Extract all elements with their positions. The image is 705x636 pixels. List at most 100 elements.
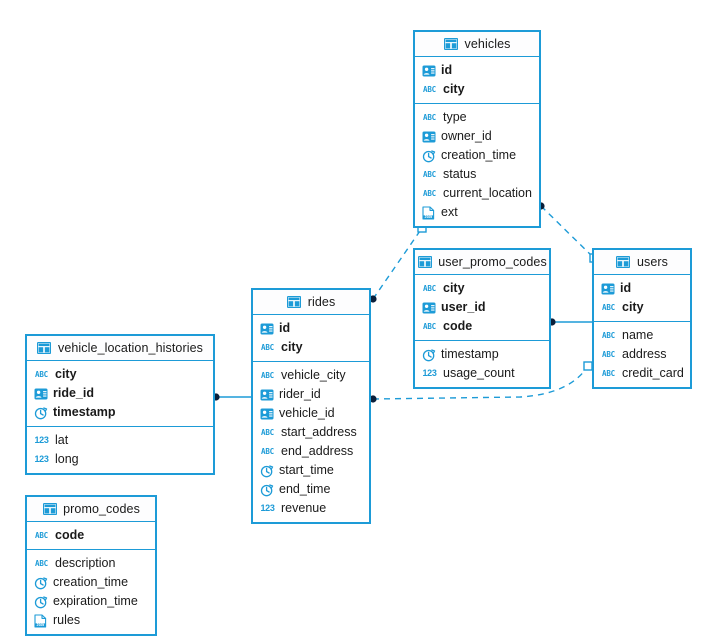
column-name: expiration_time [53, 594, 138, 609]
column-name: vehicle_city [281, 368, 346, 383]
column-name: vehicle_id [279, 406, 335, 421]
column-row-user_id[interactable]: user_id [415, 298, 549, 317]
column-name: status [443, 167, 477, 182]
column-name: revenue [281, 501, 327, 516]
abc-text-icon: ABC [35, 558, 48, 568]
column-row-creation_time[interactable]: creation_time [27, 573, 155, 592]
column-row-ext[interactable]: JSON ext [415, 203, 539, 222]
column-row-vehicle_id[interactable]: vehicle_id [253, 404, 369, 423]
column-name: ext [441, 205, 458, 220]
column-row-id[interactable]: id [415, 61, 539, 80]
column-name: creation_time [441, 148, 517, 163]
column-name: user_id [441, 300, 486, 315]
table-header-rides[interactable]: rides [253, 290, 369, 315]
column-row-id[interactable]: id [594, 279, 690, 298]
column-name: city [622, 300, 644, 315]
clock-icon [33, 576, 48, 590]
column-name: end_address [281, 444, 354, 459]
column-row-expiration_time[interactable]: expiration_time [27, 592, 155, 611]
table-header-promo_codes[interactable]: promo_codes [27, 497, 155, 522]
column-name: rules [53, 613, 81, 628]
column-row-timestamp[interactable]: timestamp [415, 345, 549, 364]
id-card-icon [259, 388, 274, 402]
column-row-start_time[interactable]: start_time [253, 461, 369, 480]
column-row-city[interactable]: ABC city [415, 80, 539, 99]
column-name: code [55, 528, 85, 543]
column-row-creation_time[interactable]: creation_time [415, 146, 539, 165]
id-card-icon [259, 407, 274, 421]
column-row-ride_id[interactable]: ride_id [27, 384, 213, 403]
abc-text-icon: ABC [423, 84, 436, 94]
clock-icon [421, 149, 436, 163]
column-row-vehicle_city[interactable]: ABC vehicle_city [253, 366, 369, 385]
table-header-vehicle_location_histories[interactable]: vehicle_location_histories [27, 336, 213, 361]
column-row-owner_id[interactable]: owner_id [415, 127, 539, 146]
column-row-revenue[interactable]: 123 revenue [253, 499, 369, 518]
table-header-users[interactable]: users [594, 250, 690, 275]
primary-key-section-promo_codes: ABC code [27, 522, 155, 550]
abc-text-icon: ABC [261, 342, 274, 352]
column-name: id [441, 63, 453, 78]
id-card-icon [421, 64, 436, 78]
abc-text-icon: ABC [261, 370, 274, 380]
table-title: user_promo_codes [438, 255, 547, 269]
id-card-icon [421, 130, 436, 144]
column-row-city[interactable]: ABC city [594, 298, 690, 317]
column-row-rules[interactable]: JSON rules [27, 611, 155, 630]
table-title: vehicle_location_histories [57, 341, 204, 355]
column-row-rider_id[interactable]: rider_id [253, 385, 369, 404]
table-header-vehicles[interactable]: vehicles [415, 32, 539, 57]
column-name: start_time [279, 463, 334, 478]
column-row-timestamp[interactable]: timestamp [27, 403, 213, 422]
column-name: creation_time [53, 575, 129, 590]
id-card-icon [600, 282, 615, 296]
column-name: credit_card [622, 366, 684, 381]
abc-text-icon: ABC [35, 369, 48, 379]
column-name: city [55, 367, 77, 382]
column-name: city [443, 82, 465, 97]
table-header-user_promo_codes[interactable]: user_promo_codes [415, 250, 549, 275]
column-row-city[interactable]: ABC city [27, 365, 213, 384]
relationship-vlh-rides [212, 393, 251, 401]
column-name: usage_count [443, 366, 515, 381]
123-number-icon: 123 [260, 503, 275, 513]
table-grid-icon [42, 502, 57, 516]
relationship-upc-users [548, 318, 592, 326]
column-row-end_time[interactable]: end_time [253, 480, 369, 499]
column-row-end_address[interactable]: ABC end_address [253, 442, 369, 461]
svg-text:JSON: JSON [36, 623, 44, 627]
column-row-code[interactable]: ABC code [27, 526, 155, 545]
abc-text-icon: ABC [261, 427, 274, 437]
abc-text-icon: ABC [423, 188, 436, 198]
svg-text:JSON: JSON [424, 215, 432, 219]
column-row-id[interactable]: id [253, 319, 369, 338]
abc-text-icon: ABC [602, 302, 615, 312]
abc-text-icon: ABC [261, 446, 274, 456]
clock-icon [421, 348, 436, 362]
abc-text-icon: ABC [35, 530, 48, 540]
table-grid-icon [444, 37, 459, 51]
